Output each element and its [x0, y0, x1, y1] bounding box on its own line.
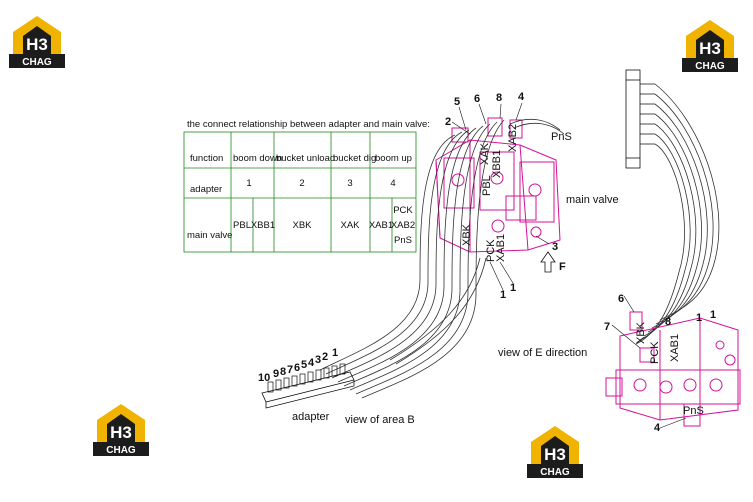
table-row-function-label: function: [190, 153, 223, 164]
adapter-view-label: view of area B: [345, 414, 415, 426]
valve-port-xab2: XAB2: [507, 124, 519, 152]
table-title: the connect relationship between adapter…: [187, 119, 430, 130]
adapter-number-1: 1: [332, 347, 338, 359]
valve-number-1a: 1: [500, 289, 506, 301]
table-cell-adapter-2: 2: [299, 178, 304, 189]
adapter-number-8: 8: [280, 366, 286, 378]
valve-port-xab1: XAB1: [495, 234, 507, 262]
e-view-port-pck: PCK: [649, 341, 661, 364]
table-cell-boom-up: boom up: [375, 153, 412, 164]
direction-e-arrow: [540, 251, 556, 273]
table-cell-xbk: XBK: [292, 220, 312, 231]
adapter-number-2: 2: [322, 351, 328, 363]
table-cell-pbl: PBL: [233, 220, 251, 231]
table-cell-pns: PnS: [394, 235, 412, 246]
table-row-main-valve-label: main valve: [187, 230, 232, 241]
valve-number-1b: 1: [510, 282, 516, 294]
e-view-pns-label: PnS: [683, 405, 704, 417]
main-valve-body: [435, 117, 561, 253]
valve-port-pbl: PBL: [481, 175, 493, 196]
adapter-number-6: 6: [294, 362, 300, 374]
adapter-number-10: 10: [258, 372, 270, 384]
table-cell-xbb1: XBB1: [251, 220, 275, 231]
e-view-number-1a: 1: [696, 312, 702, 324]
table-cell-xab1: XAB1: [369, 220, 393, 231]
adapter-number-5: 5: [301, 359, 307, 371]
valve-pns-label: PnS: [551, 131, 572, 143]
logo-top-right: [682, 20, 738, 72]
e-view-port-xbk: XBK: [635, 321, 647, 344]
table-cell-adapter-4: 4: [390, 178, 395, 189]
table-cell-xak: XAK: [340, 220, 360, 231]
valve-number-4: 4: [518, 91, 525, 103]
valve-number-3: 3: [552, 241, 558, 253]
table-cell-bucket-dig: bucket dig: [333, 153, 376, 164]
valve-arrow-label: F: [559, 261, 566, 273]
connection-table: [183, 131, 417, 253]
table-cell-boom-down: boom down: [233, 153, 282, 164]
e-view-number-8: 8: [665, 316, 671, 328]
valve-number-8: 8: [496, 92, 502, 104]
valve-number-2: 2: [445, 116, 451, 128]
table-cell-xab2: XAB2: [391, 220, 415, 231]
adapter-number-7: 7: [287, 364, 293, 376]
e-view-valve-body: [605, 311, 741, 427]
valve-number-6: 6: [474, 93, 480, 105]
e-view-number-7: 7: [604, 321, 610, 333]
logo-top-left: [9, 16, 65, 68]
table-row-adapter-label: adapter: [190, 184, 222, 195]
table-cell-pck: PCK: [393, 205, 413, 216]
leader-lines: [451, 102, 687, 429]
table-cell-adapter-3: 3: [347, 178, 352, 189]
e-view-number-4: 4: [654, 422, 661, 434]
hose-connector-strip: [625, 69, 655, 169]
valve-port-xbb1: XBB1: [491, 150, 503, 178]
e-view-label: view of E direction: [498, 347, 587, 359]
e-view-port-xab1: XAB1: [669, 334, 681, 362]
e-view-number-6: 6: [618, 293, 624, 305]
table-cell-adapter-1: 1: [246, 178, 251, 189]
logo-bottom-left: [93, 404, 149, 456]
valve-port-xbk: XBK: [461, 223, 473, 246]
main-valve-title: main valve: [566, 194, 619, 206]
valve-port-xak: XAK: [479, 142, 491, 165]
adapter-label: adapter: [292, 411, 330, 423]
valve-port-pck: PCK: [485, 239, 497, 262]
adapter-number-3: 3: [315, 354, 321, 366]
adapter-number-4: 4: [308, 357, 315, 369]
valve-number-5: 5: [454, 96, 460, 108]
adapter-block: [261, 363, 355, 409]
table-cell-bucket-unload: bucket unload: [276, 153, 335, 164]
adapter-number-9: 9: [273, 368, 279, 380]
e-view-number-1b: 1: [710, 309, 716, 321]
hose-bundle-left: [319, 118, 565, 399]
hose-bundle-right: [635, 83, 720, 345]
logo-bottom-center: [527, 426, 583, 478]
